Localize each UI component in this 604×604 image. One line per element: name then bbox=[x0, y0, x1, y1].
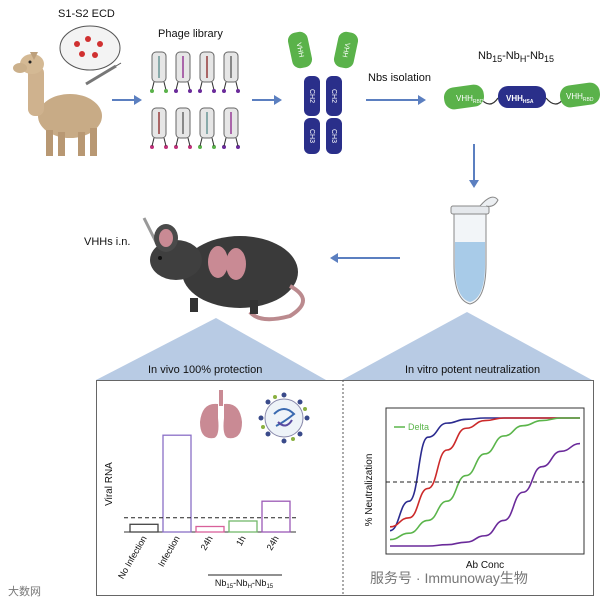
arrow-left-icon bbox=[330, 253, 400, 263]
bar-tick-label: 1h bbox=[234, 534, 248, 548]
antigen-label: S1-S2 ECD bbox=[58, 8, 115, 20]
neutralization-line-chart: % Neutralization Delta Ab Conc bbox=[364, 407, 585, 571]
virus-icon bbox=[258, 392, 310, 444]
construct-title: Nb15-NbH-Nb15 bbox=[478, 50, 554, 64]
antibody-vhh-right-label: VHH bbox=[341, 42, 351, 58]
left-panel-title: In vivo 100% protection bbox=[148, 364, 263, 376]
arrow-right-icon bbox=[366, 95, 426, 105]
tube-icon bbox=[450, 196, 499, 305]
left-panel-ylabel: Viral RNA bbox=[104, 462, 115, 506]
bar-2 bbox=[195, 525, 225, 533]
trivalent-nanobody-construct-icon: VHHRBD VHHHSA VHHRBD bbox=[443, 82, 601, 110]
alpaca-icon bbox=[13, 52, 102, 156]
vhhs-in-label: VHHs i.n. bbox=[84, 236, 131, 248]
vhh-hsa-label: VHHHSA bbox=[506, 94, 534, 105]
nbs-isolation-label: Nbs isolation bbox=[368, 72, 431, 84]
antibody-ch2-left-label: CH2 bbox=[308, 89, 315, 103]
right-panel-title: In vitro potent neutralization bbox=[405, 364, 541, 376]
heavy-chain-antibody-icon: VHH VHH CH2 CH2 CH3 CH3 bbox=[288, 31, 358, 154]
antibody-ch3-left-label: CH3 bbox=[308, 129, 315, 143]
vhh-rbd-left-label: VHHRBD bbox=[456, 94, 484, 105]
bar-tick-label: Infection bbox=[156, 534, 182, 568]
phage-library-icon bbox=[150, 51, 240, 149]
arrow-down-icon bbox=[469, 144, 479, 188]
construct-title-part: -Nb bbox=[502, 50, 520, 62]
neutralization-curve-0 bbox=[389, 417, 580, 532]
antibody-vhh-left-label: VHH bbox=[295, 42, 305, 58]
antibody-ch2-right-label: CH2 bbox=[330, 89, 337, 103]
watermark-right: 服务号 · Immunoway生物 bbox=[370, 570, 528, 586]
construct-title-sub: H bbox=[519, 54, 527, 65]
neutralization-curve-3 bbox=[390, 442, 581, 547]
construct-title-part: -Nb bbox=[526, 50, 545, 62]
bar-3 bbox=[228, 520, 258, 533]
bar-tick-label: No Infection bbox=[116, 534, 149, 581]
right-panel-xlabel: Ab Conc bbox=[466, 560, 504, 571]
arrow-right-icon bbox=[252, 95, 282, 105]
phage-library-label: Phage library bbox=[158, 28, 223, 40]
bar-1 bbox=[162, 434, 192, 533]
right-panel-ylabel: % Neutralization bbox=[364, 454, 375, 527]
bar-tick-label: 24h bbox=[199, 534, 215, 552]
syringe-icon bbox=[85, 62, 122, 86]
line-chart-frame bbox=[385, 407, 585, 555]
right-panel-connector bbox=[342, 312, 592, 380]
antibody-ch3-right-label: CH3 bbox=[330, 129, 337, 143]
construct-title-sub: 15 bbox=[492, 54, 503, 65]
left-panel-connector bbox=[96, 318, 326, 380]
neutralization-curve-1 bbox=[389, 417, 580, 528]
bar-0 bbox=[129, 523, 159, 533]
lungs-icon bbox=[200, 390, 242, 439]
group-label: Nb15-NbH-Nb15 bbox=[215, 578, 274, 590]
results-panel bbox=[96, 380, 594, 596]
legend-delta: Delta bbox=[408, 422, 429, 432]
arrow-right-icon bbox=[112, 95, 142, 105]
antigen-bubble-icon bbox=[59, 25, 121, 71]
bar-4 bbox=[261, 500, 291, 533]
neutralization-curve-2 bbox=[389, 417, 580, 541]
construct-title-sub: 15 bbox=[544, 54, 555, 65]
watermark-left: 大数网 bbox=[8, 586, 41, 598]
construct-title-part: Nb bbox=[478, 50, 493, 62]
bar-tick-label: 24h bbox=[265, 534, 281, 552]
vhh-rbd-right-label: VHHRBD bbox=[566, 92, 594, 103]
mouse-icon bbox=[142, 217, 305, 322]
